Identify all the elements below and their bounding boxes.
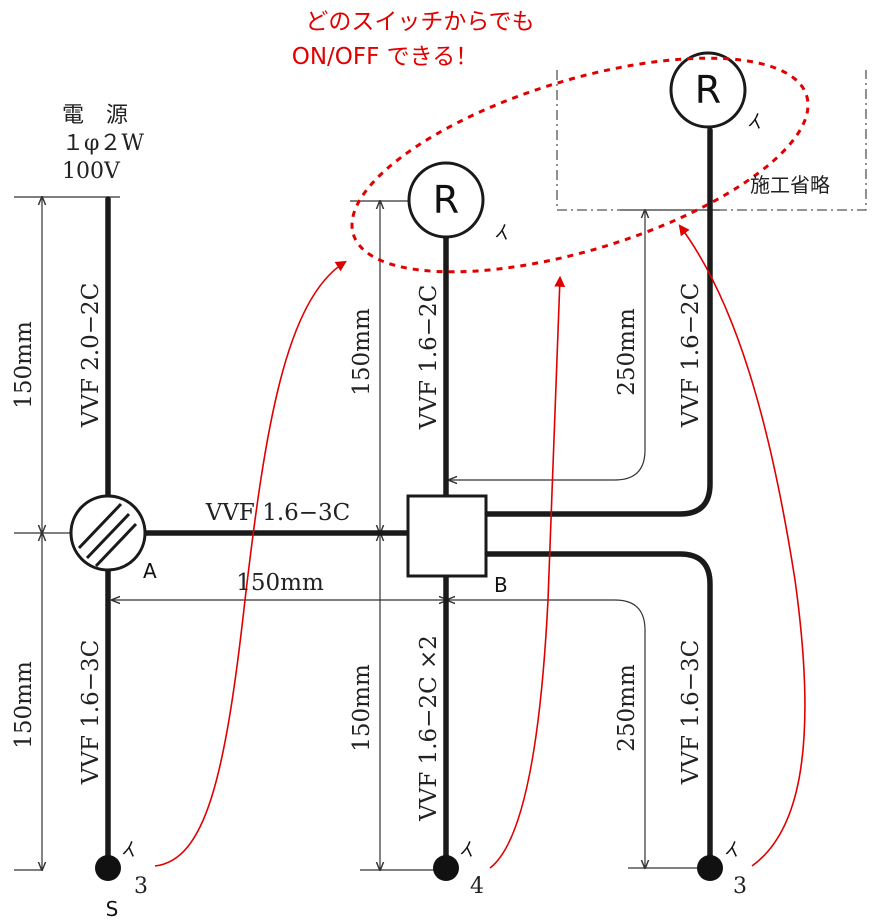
cable-label-right-light: VVF 1.6−2C [678,283,704,429]
junction-b [406,494,488,578]
switch-left-symbol: S [106,897,119,921]
junction-a-label: A [143,559,157,583]
cable-right-light [483,127,713,517]
switch-left-dot [95,855,121,881]
dim-label-power-riser: 150mm [11,321,37,409]
hatch-line [77,502,123,550]
power-source-voltage: 100V [62,159,121,184]
annotation-line-1: どのスイッチからでも [305,9,534,35]
annotation-line-2: ON/OFF できる！ [292,44,478,70]
junction-a [69,494,147,572]
switch-center-dot [433,855,459,881]
switch-center-number: 4 [470,874,484,899]
switch-left-number: 3 [134,874,148,899]
cable-label-power-feed: VVF 2.0−2C [78,283,104,429]
cable-label-switch-a-leg: VVF 1.6−3C [78,640,104,786]
light-center-symbol: R [433,178,459,222]
annotation-ellipse [350,56,810,274]
red-arrow-center [489,275,566,869]
dim-label-switch-a-drop: 150mm [11,661,37,749]
switch-right-tag: イ [720,838,745,865]
light-right: R [669,51,747,129]
light-right-tag: イ [743,110,768,137]
switch-center-tag: イ [455,838,480,865]
dim-label-box-b-drop: 150mm [349,664,375,752]
dim-right-drop [614,599,645,868]
annotation-arrows [154,224,806,869]
light-right-symbol: R [695,68,721,112]
dim-label-right-riser: 250mm [614,308,640,396]
cable-right-switch [483,551,713,869]
switch-right-dot [697,855,723,881]
hatch-line [85,512,131,560]
light-center-tag: イ [490,221,515,248]
hatch-line [94,522,138,568]
dim-label-light-center-riser: 150mm [349,308,375,396]
red-arrow-left [154,260,347,867]
red-arrow-right [678,224,806,867]
junction-b-label: B [494,573,508,597]
cable-label-right-switch: VVF 1.6−3C [678,640,704,786]
dim-label-right-drop: 250mm [614,664,640,752]
light-center: R [407,161,485,239]
switch-left-tag: イ [117,838,142,865]
power-source-phase: １φ２W [62,131,144,156]
omitted-label: 施工省略 [750,173,830,197]
dim-label-horizontal-ab: 150mm [236,570,324,596]
power-source-label: 電 源 [62,103,128,128]
cable-label-center-switch: VVF 1.6−2C ×2 [416,635,442,822]
dim-right-riser [449,210,645,480]
cable-label-a-to-b: VVF 1.6−3C [205,500,351,526]
cable-runs [105,127,713,869]
cable-label-center-light: VVF 1.6−2C [416,285,442,431]
switch-right-number: 3 [733,874,747,899]
